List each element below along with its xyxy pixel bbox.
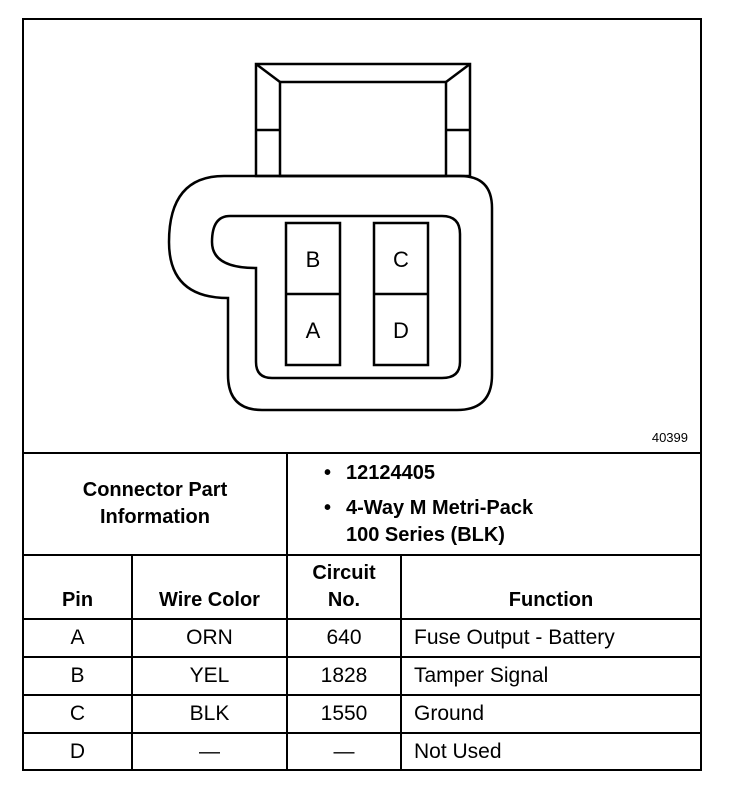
divider (400, 554, 402, 769)
pin-label-a: A (306, 318, 321, 343)
cell-pin: D (69, 739, 86, 763)
cell-pin: B (70, 664, 85, 687)
divider (24, 694, 700, 696)
cell-wire-color: BLK (189, 702, 230, 725)
cell-circuit: — (333, 739, 355, 763)
connector-info-title: Connector Part Information (82, 479, 228, 528)
cell-circuit: 640 (326, 626, 362, 649)
part-number: 12124405 (346, 462, 435, 484)
figure-number: 40399 (651, 430, 688, 445)
pin-label-b: B (306, 247, 321, 272)
connector-info-list: • 12124405 • 4-Way M Metri-Pack 100 Seri… (324, 460, 533, 557)
connector-body (167, 62, 494, 412)
cell-circuit: 1828 (320, 664, 368, 687)
connector-description: 4-Way M Metri-Pack 100 Series (BLK) (346, 497, 534, 546)
cell-wire-color: YEL (189, 664, 230, 687)
divider (286, 452, 288, 769)
cell-pin: C (69, 702, 86, 725)
list-item: • 4-Way M Metri-Pack 100 Series (BLK) (324, 495, 533, 549)
divider (24, 554, 700, 556)
connector-diagram: B C A D (167, 62, 494, 412)
pin-label-c: C (393, 247, 409, 272)
divider (24, 452, 700, 454)
cell-circuit: 1550 (320, 702, 368, 725)
header-circuit-no: Circuit No. (312, 562, 376, 611)
header-pin: Pin (61, 589, 94, 611)
cell-function: Tamper Signal (414, 664, 549, 687)
pin-label-d: D (393, 318, 409, 343)
cell-wire-color: — (199, 739, 220, 763)
list-item: • 12124405 (324, 460, 533, 487)
cell-function: Fuse Output - Battery (414, 626, 615, 649)
cell-function: Not Used (414, 739, 502, 763)
header-function: Function (508, 589, 594, 611)
connector-frame: B C A D 40399 Connector Part Information… (22, 18, 702, 771)
divider (24, 618, 700, 620)
cell-function: Ground (414, 702, 485, 725)
header-wire-color: Wire Color (159, 589, 260, 611)
divider (24, 732, 700, 734)
cell-pin: A (70, 626, 85, 649)
divider (131, 554, 133, 769)
cell-wire-color: ORN (186, 626, 233, 649)
divider (24, 656, 700, 658)
